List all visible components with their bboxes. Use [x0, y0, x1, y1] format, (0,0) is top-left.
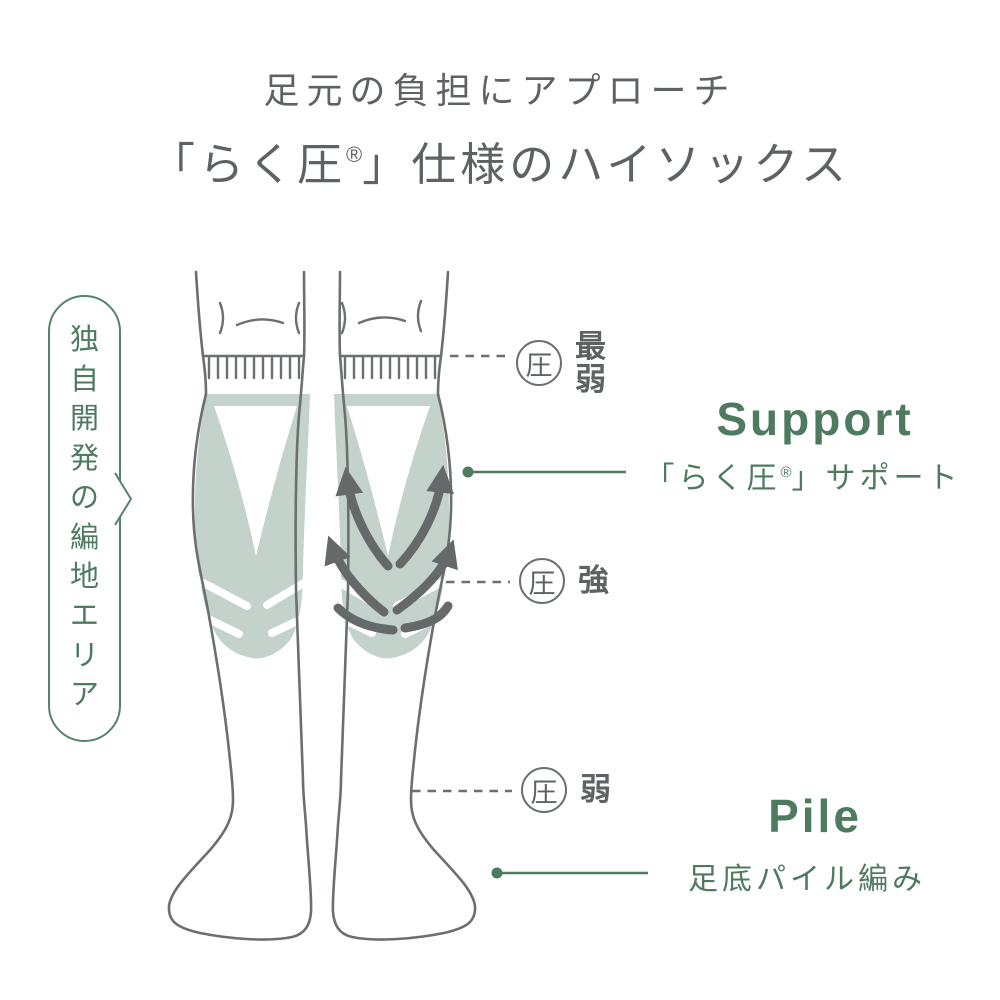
pressure-label: 強: [578, 563, 609, 599]
pressure-callout-strong: 圧 強: [519, 558, 609, 604]
side-tag-pointer-icon: [114, 472, 132, 526]
pressure-circle: 圧: [516, 340, 562, 387]
subheadline-suffix: 」仕様のハイソックス: [362, 139, 850, 190]
subheadline: 「らく圧®」仕様のハイソックス: [0, 128, 1000, 193]
pile-sublabel: 足底パイル編み: [688, 863, 926, 896]
pressure-callout-weak: 圧 弱: [521, 767, 611, 813]
callout-leader-lines: [412, 354, 512, 793]
side-tag-text: 独自開発の編地エリア: [69, 324, 99, 712]
pile-leader-line: [491, 867, 648, 879]
support-sub-suffix: 」サポート: [791, 462, 962, 495]
cuff-rib-band: [201, 354, 443, 380]
pressure-circle: 圧: [521, 767, 567, 813]
flow-arrows: [324, 464, 458, 635]
pressure-callout-weakest: 圧 最 弱: [516, 330, 606, 397]
support-leader-line: [462, 466, 626, 478]
pressure-label: 最 弱: [575, 329, 606, 398]
support-heading: Support: [716, 393, 914, 445]
pressure-circle: 圧: [519, 558, 565, 604]
support-sub-prefix: 「らく圧: [644, 462, 781, 495]
registered-mark: ®: [346, 142, 363, 167]
pressure-label: 弱: [580, 772, 611, 808]
knee-creases: [218, 299, 423, 335]
registered-mark: ®: [780, 464, 792, 481]
headline: 足元の負担にアプローチ: [263, 70, 737, 111]
subheadline-prefix: 「らく圧: [150, 139, 347, 190]
pile-heading: Pile: [768, 790, 862, 842]
support-sublabel: 「らく圧®」サポート: [593, 453, 1000, 497]
